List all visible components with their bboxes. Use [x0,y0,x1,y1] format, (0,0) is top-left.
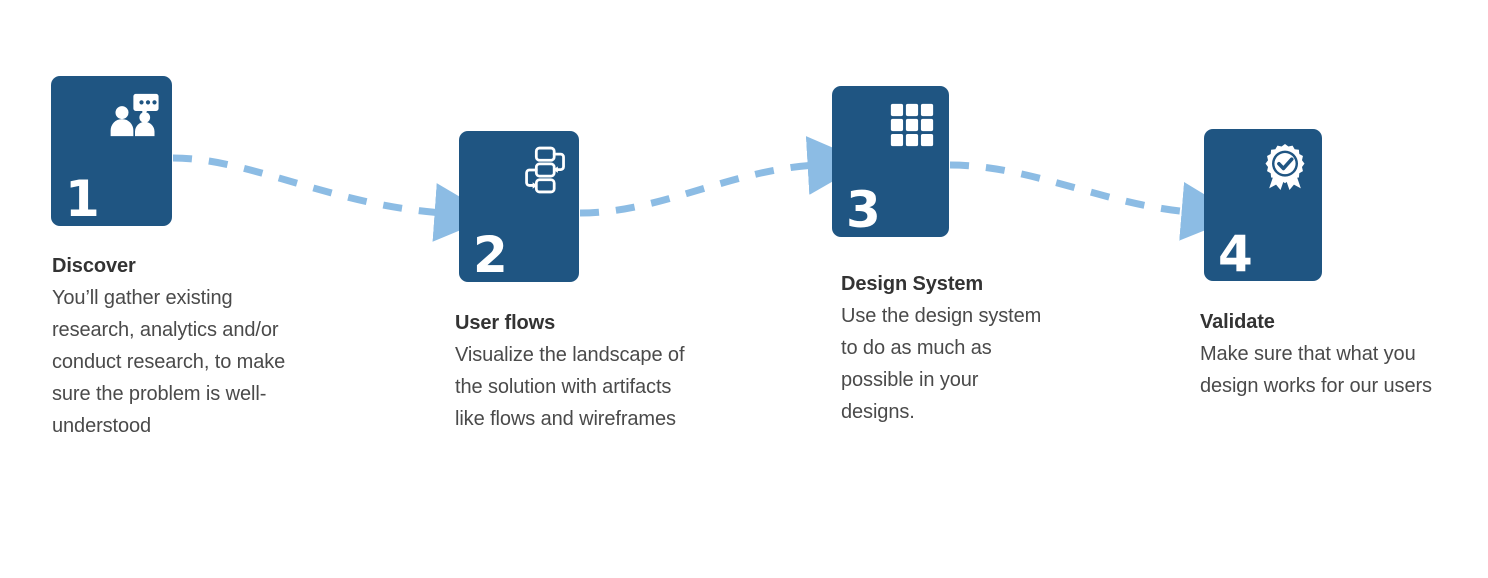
grid-icon [890,103,934,147]
connector-2-to-3 [579,136,867,217]
step-4-card[interactable]: 4 [1204,129,1322,281]
step-4: 4 Validate Make sure that what you desig… [1200,129,1432,397]
connector-3-to-4 [949,161,1241,241]
step-3-title: Design System [841,273,984,295]
step-3-card[interactable]: 3 [832,86,949,237]
step-4-number: 4 [1218,225,1253,283]
step-1-body: You’ll gather existing research, analyti… [52,286,286,437]
step-2-number: 2 [473,226,508,284]
step-2-body: Visualize the landscape of the solution … [455,343,685,430]
connector-1-to-2 [172,154,494,242]
step-1-title: Discover [52,255,136,277]
step-2: 2 User flows Visualize the landscape of … [455,131,685,430]
step-2-caption: User flows Visualize the landscape of th… [455,310,695,435]
people-discussion-icon [110,93,159,137]
step-1-caption: Discover You’ll gather existing research… [52,253,307,442]
step-4-title: Validate [1200,311,1275,333]
step-2-card[interactable]: 2 [459,131,579,282]
step-1: 1 Discover You’ll gather existing resear… [51,76,285,437]
step-3-caption: Design System Use the design system to d… [841,271,1046,428]
step-1-card[interactable]: 1 [51,76,172,226]
step-4-caption: Validate Make sure that what you design … [1200,309,1450,402]
award-check-icon [1265,144,1305,190]
step-2-title: User flows [455,312,556,334]
step-3-number: 3 [846,181,881,239]
step-3: 3 Design System Use the design system to… [832,86,1041,423]
step-3-body: Use the design system to do as much as p… [841,304,1042,423]
step-4-body: Make sure that what you design works for… [1200,342,1432,397]
step-1-number: 1 [65,170,100,228]
flowchart-icon [525,146,565,194]
